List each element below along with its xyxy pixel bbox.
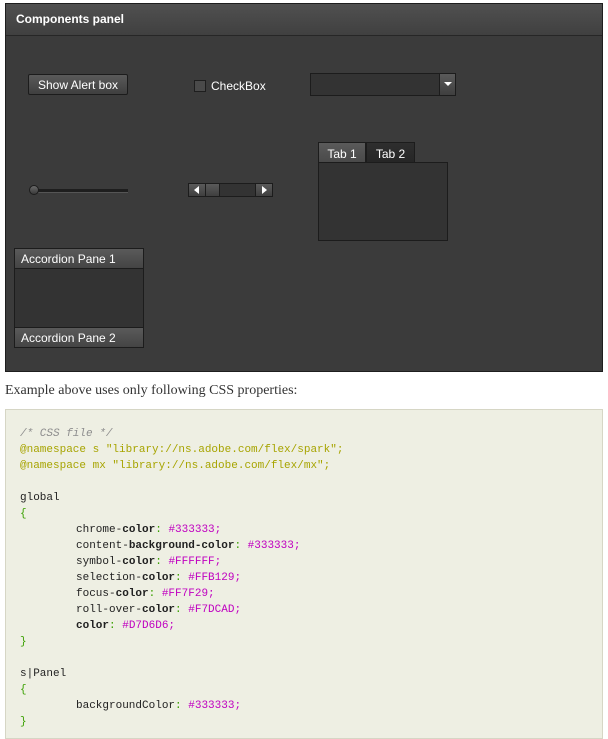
code-line: {: [20, 684, 27, 696]
code-text: symbol-: [76, 556, 123, 568]
show-alert-button[interactable]: Show Alert box: [28, 74, 128, 95]
code-text: roll-over-: [76, 604, 143, 616]
code-value: #FF7F29;: [155, 588, 215, 600]
scroll-left-button[interactable]: [189, 184, 206, 196]
code-value: #333333;: [241, 540, 301, 552]
code-line: focus-color: #FF7F29;: [76, 588, 215, 600]
panel-header: Components panel: [6, 4, 602, 36]
code-line: }: [20, 636, 27, 648]
checkbox[interactable]: [194, 80, 206, 92]
accordion-pane-2-header[interactable]: Accordion Pane 2: [15, 327, 143, 347]
code-text: color: [122, 524, 156, 536]
code-text: color: [115, 588, 149, 600]
panel-title: Components panel: [16, 12, 125, 26]
css-code-block: /* CSS file */ @namespace s "library://n…: [5, 409, 603, 739]
code-text: content-: [76, 540, 129, 552]
code-line: content-background-color: #333333;: [76, 540, 300, 552]
code-line: @namespace mx "library://ns.adobe.com/fl…: [20, 460, 330, 472]
code-line: @namespace s "library://ns.adobe.com/fle…: [20, 444, 343, 456]
scroll-thumb[interactable]: [206, 184, 220, 196]
code-text: color: [76, 620, 110, 632]
code-colon: :: [155, 524, 162, 536]
code-at-keyword: @namespace: [20, 460, 87, 472]
code-colon: :: [175, 572, 182, 584]
code-comment: /* CSS file */: [20, 428, 113, 440]
code-value: #FFFFFF;: [161, 556, 222, 568]
code-line: selection-color: #FFB129;: [76, 572, 241, 584]
code-text: focus-: [76, 588, 116, 600]
code-brace: }: [20, 716, 27, 728]
code-line: backgroundColor: #333333;: [76, 700, 241, 712]
code-colon: :: [109, 620, 116, 632]
accordion: Accordion Pane 1 Accordion Pane 2: [14, 248, 144, 348]
code-value: #FFB129;: [181, 572, 242, 584]
code-colon: :: [175, 604, 182, 616]
code-line: roll-over-color: #F7DCAD;: [76, 604, 241, 616]
code-brace: {: [20, 684, 27, 696]
code-text: selection-: [76, 572, 143, 584]
chevron-down-icon: [444, 82, 452, 86]
code-line: color: #D7D6D6;: [76, 620, 175, 632]
code-value: #333333;: [161, 524, 222, 536]
code-text: color: [122, 556, 156, 568]
accordion-pane-1-header[interactable]: Accordion Pane 1: [15, 249, 143, 269]
code-value: #D7D6D6;: [115, 620, 176, 632]
code-line: s|Panel: [20, 668, 66, 680]
code-colon: :: [155, 556, 162, 568]
components-panel: Components panel Show Alert box CheckBox…: [5, 3, 603, 372]
code-value: #333333;: [181, 700, 242, 712]
code-line: symbol-color: #FFFFFF;: [76, 556, 221, 568]
code-text: chrome-: [76, 524, 123, 536]
checkbox-label[interactable]: CheckBox: [211, 79, 266, 93]
code-text: color: [142, 604, 176, 616]
code-brace: {: [20, 508, 27, 520]
tab-2[interactable]: Tab 2: [366, 142, 415, 163]
code-text: backgroundColor: [76, 700, 176, 712]
arrow-left-icon: [194, 186, 199, 194]
scroll-right-button[interactable]: [255, 184, 272, 196]
code-selector: global: [20, 492, 60, 504]
caption: Example above uses only following CSS pr…: [5, 383, 298, 398]
tab-content: [318, 162, 448, 241]
code-line: }: [20, 716, 27, 728]
horizontal-scrollbar[interactable]: [188, 183, 273, 197]
code-text: s "library://ns.adobe.com/flex/spark";: [86, 444, 344, 456]
code-text: color: [142, 572, 176, 584]
tab-1[interactable]: Tab 1: [318, 142, 366, 163]
arrow-right-icon: [262, 186, 267, 194]
code-text: background-color: [128, 540, 235, 552]
code-value: #F7DCAD;: [181, 604, 242, 616]
code-at-keyword: @namespace: [20, 444, 87, 456]
code-line: {: [20, 508, 27, 520]
code-brace: }: [20, 636, 27, 648]
code-colon: :: [234, 540, 242, 552]
code-colon: :: [148, 588, 156, 600]
hslider-thumb[interactable]: [29, 185, 39, 195]
code-text: mx "library://ns.adobe.com/flex/mx";: [86, 460, 331, 472]
code-colon: :: [175, 700, 182, 712]
combo-box[interactable]: [310, 73, 456, 96]
code-line: global: [20, 492, 60, 504]
code-line: chrome-color: #333333;: [76, 524, 221, 536]
hslider-track[interactable]: [34, 189, 128, 193]
code-line: /* CSS file */: [20, 428, 112, 440]
code-selector: s|Panel: [20, 668, 67, 680]
combo-open-button[interactable]: [439, 74, 455, 95]
